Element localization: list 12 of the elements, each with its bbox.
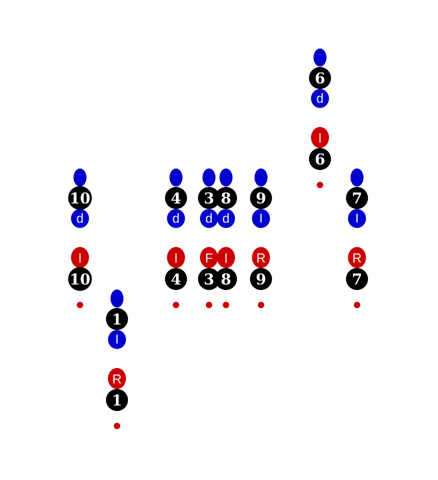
footprint: R <box>108 368 126 389</box>
footprint: l <box>167 247 185 268</box>
node-label: 8 <box>222 273 230 285</box>
node-label: 3 <box>204 192 214 204</box>
node-label: 8 <box>222 192 230 204</box>
footprint: l <box>311 127 329 148</box>
footprint: R <box>252 247 270 268</box>
footprint: F <box>200 247 218 268</box>
node-label: 3 <box>204 273 214 285</box>
footprint: l <box>71 247 89 268</box>
footprint: l <box>217 247 235 268</box>
footprint: R <box>348 247 366 268</box>
